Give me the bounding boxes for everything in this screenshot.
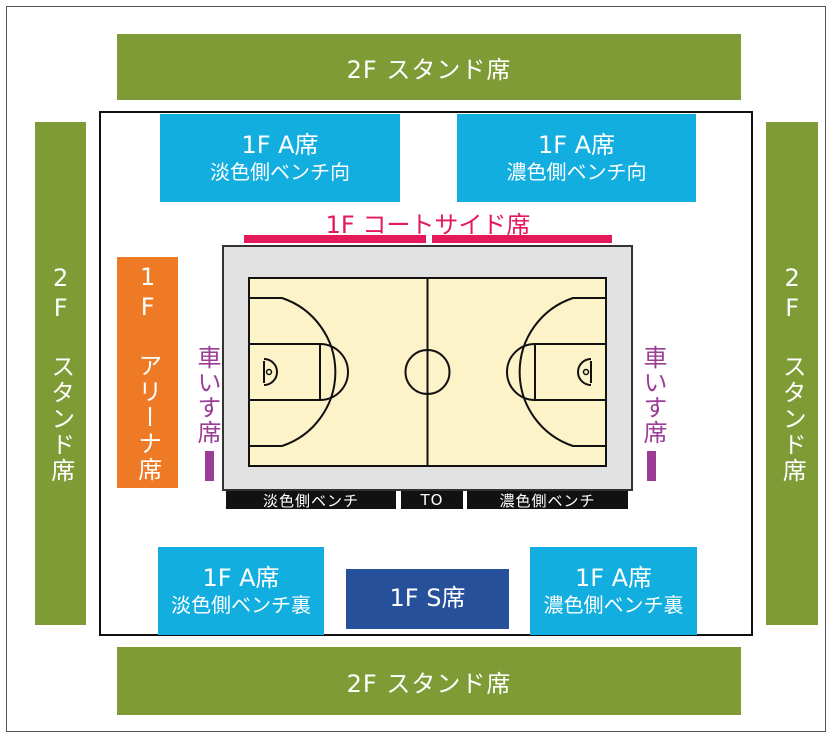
three-point-line-left [249,297,337,447]
stand-top[interactable]: 2F スタンド席 [117,34,741,100]
center-circle [404,349,451,395]
a-seat-top-left[interactable]: 1F A席 淡色側ベンチ向 [160,114,400,202]
wheelchair-right-label: 車いす席 [639,345,667,445]
bench-dark: 濃色側ベンチ [467,491,628,510]
a-seat-top-right-sub: 濃色側ベンチ向 [506,159,647,184]
key-left [248,343,321,401]
stand-bottom-label: 2F スタンド席 [346,669,512,698]
hoop-right [582,368,590,376]
s-seat[interactable]: 1F S席 [346,569,509,629]
a-seat-top-left-sub: 淡色側ベンチ向 [210,159,350,184]
a-seat-top-right-title: 1F A席 [537,131,616,160]
bench-to: TO [401,491,463,509]
arena-seat-label: 1F アリーナ席 [133,262,162,483]
s-seat-label: 1F S席 [389,584,466,613]
map-frame [6,6,826,732]
a-seat-bottom-left-sub: 淡色側ベンチ裏 [171,592,311,617]
a-seat-bottom-left-title: 1F A席 [202,564,280,593]
three-point-line-right [518,297,606,447]
free-throw-arc-right [506,343,536,401]
stand-right[interactable]: 2F スタンド席 [766,122,818,625]
stand-left-label: 2F スタンド席 [46,263,75,484]
bench-light: 淡色側ベンチ [226,491,396,510]
stand-top-label: 2F スタンド席 [346,55,512,84]
a-seat-bottom-right-sub: 濃色側ベンチ裏 [543,592,684,617]
a-seat-bottom-right-title: 1F A席 [574,564,653,593]
a-seat-bottom-left[interactable]: 1F A席 淡色側ベンチ裏 [158,547,324,635]
wheelchair-right-bar[interactable] [647,451,656,481]
a-seat-top-left-title: 1F A席 [241,131,319,160]
hoop-left [265,368,273,376]
basketball-court [222,245,633,491]
restricted-arc-right [577,358,592,386]
courtside-bar-right[interactable] [432,235,612,243]
courtside-bar-left[interactable] [244,235,426,243]
wheelchair-left-label: 車いす席 [193,345,221,445]
free-throw-arc-left [319,343,349,401]
courtside-label: 1F コートサイド席 [325,211,531,239]
stand-right-label: 2F スタンド席 [778,263,807,484]
a-seat-bottom-right[interactable]: 1F A席 濃色側ベンチ裏 [530,547,697,635]
stand-bottom[interactable]: 2F スタンド席 [117,647,741,715]
stand-left[interactable]: 2F スタンド席 [35,122,86,625]
wheelchair-left-bar[interactable] [205,451,214,481]
restricted-arc-left [263,358,278,386]
arena-seat[interactable]: 1F アリーナ席 [117,257,178,488]
key-right [534,343,607,401]
a-seat-top-right[interactable]: 1F A席 濃色側ベンチ向 [457,114,696,202]
